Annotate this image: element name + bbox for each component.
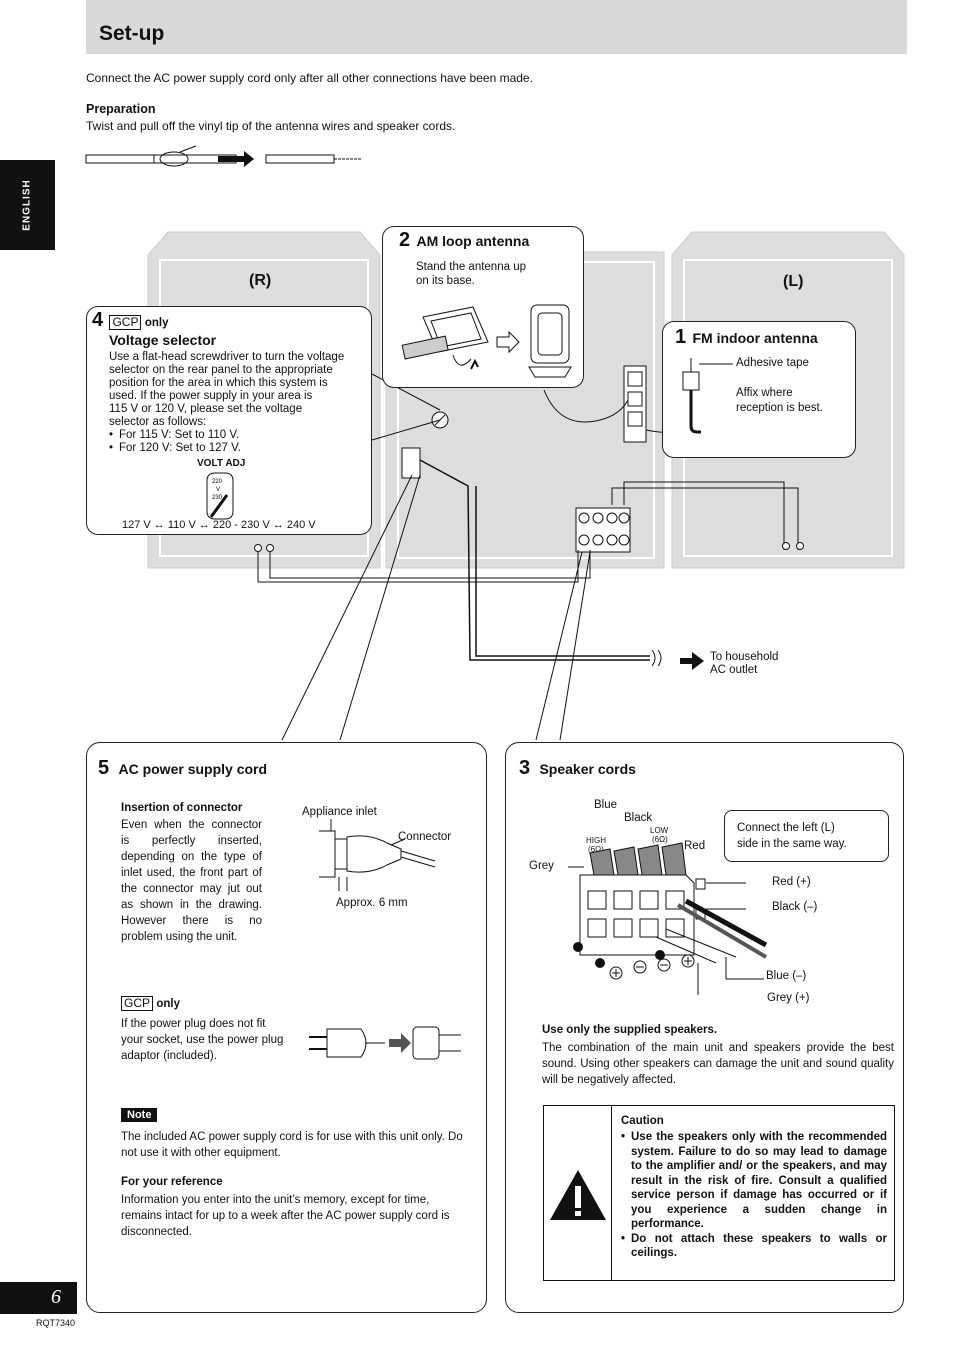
voltage-scale: 127 V ↔ 110 V ↔ 220 - 230 V ↔ 240 V xyxy=(122,519,316,531)
dial-mid-label: V xyxy=(216,487,220,493)
gcp-badge: GCP xyxy=(109,315,142,330)
outlet-label-line2: AC outlet xyxy=(710,664,758,676)
dial-top-label: 220 xyxy=(212,479,223,485)
language-tab: ENGLISH xyxy=(0,160,55,250)
volt-adj-label: VOLT ADJ xyxy=(197,458,246,469)
low-ohm-label: (6Ω) xyxy=(652,835,668,844)
preparation-heading: Preparation xyxy=(86,102,156,116)
step-title: Speaker cords xyxy=(539,761,636,777)
step-title: FM indoor antenna xyxy=(692,330,818,346)
warning-icon xyxy=(550,1170,606,1220)
reference-text: Information you enter into the unit’s me… xyxy=(121,1194,450,1238)
left-speaker-label: (L) xyxy=(783,273,804,290)
dial-bot-label: 230 xyxy=(212,495,223,501)
high-label: HIGH xyxy=(586,836,606,845)
plug-adaptor-illustration xyxy=(309,1026,461,1060)
gcp-text: If the power plug does not fit your sock… xyxy=(121,1018,284,1062)
affix-label-line1: Affix where xyxy=(736,387,793,399)
step-title: AM loop antenna xyxy=(416,233,530,249)
black-label: Black xyxy=(624,812,653,824)
voltage-selector-title: Voltage selector xyxy=(109,332,217,348)
speaker-terminal-illustration xyxy=(568,842,768,995)
red-label: Red xyxy=(684,840,706,852)
caution-bullet: Use the speakers only with the recommend… xyxy=(621,1130,887,1232)
connector-label: Connector xyxy=(398,831,452,843)
voltage-bullet: For 120 V: Set to 127 V. xyxy=(109,442,371,455)
title-bar: Set-up xyxy=(86,0,907,54)
ac-cord-panel: 5 AC power supply cord Insertion of conn… xyxy=(86,742,487,1313)
document-code: RQT7340 xyxy=(36,1318,76,1328)
appliance-inlet-label: Appliance inlet xyxy=(302,806,377,818)
callout-line2: side in the same way. xyxy=(737,838,847,850)
grey-label: Grey xyxy=(529,860,554,872)
insertion-heading: Insertion of connector xyxy=(121,802,243,814)
black-minus-label: Black (–) xyxy=(772,901,818,913)
page-number: 6 xyxy=(51,1286,61,1308)
voltage-text-line: selector on the rear panel to the approp… xyxy=(109,364,333,376)
blue-label: Blue xyxy=(594,799,618,811)
step-number: 4 xyxy=(92,309,104,331)
am-antenna-illustration xyxy=(401,304,572,378)
fm-antenna-box: 1 FM indoor antenna Adhesive tape Affix … xyxy=(662,321,856,458)
note-text: The included AC power supply cord is for… xyxy=(121,1131,463,1159)
caution-box: Caution Use the speakers only with the r… xyxy=(543,1105,895,1281)
callout-line1: Connect the left (L) xyxy=(737,822,835,834)
voltage-bullet: For 115 V: Set to 110 V. xyxy=(109,429,371,442)
am-text-line1: Stand the antenna up xyxy=(416,261,526,273)
intro-text: Connect the AC power supply cord only af… xyxy=(86,71,533,85)
left-side-callout: Connect the left (L) side in the same wa… xyxy=(724,810,889,862)
voltage-text-line: used. If the power supply in your area i… xyxy=(109,390,313,402)
wire-preparation-illustration xyxy=(85,145,362,167)
voltage-text-line: selector as follows: xyxy=(109,416,207,428)
insertion-text: Even when the connector is perfectly ins… xyxy=(121,819,262,943)
step-number: 3 xyxy=(519,757,531,779)
caution-heading: Caution xyxy=(621,1115,664,1127)
page-number-tab: 6 xyxy=(0,1282,77,1314)
gcp-only: only xyxy=(156,998,180,1010)
approx-label: Approx. 6 mm xyxy=(336,897,408,909)
voltage-dial-icon: 220 V 230 xyxy=(206,472,234,520)
affix-label-line2: reception is best. xyxy=(736,402,823,414)
red-plus-label: Red (+) xyxy=(772,876,811,888)
reference-heading: For your reference xyxy=(121,1176,223,1188)
blue-minus-label: Blue (–) xyxy=(766,970,807,982)
right-speaker-label: (R) xyxy=(249,272,272,289)
voltage-text-line: 115 V or 120 V, please set the voltage xyxy=(109,403,303,415)
high-ohm-label: (6Ω) xyxy=(588,845,604,854)
caution-bullet: Do not attach these speakers to walls or… xyxy=(621,1232,887,1261)
step-title: AC power supply cord xyxy=(118,761,268,777)
connector-illustration xyxy=(319,819,436,891)
page-title: Set-up xyxy=(99,22,165,45)
step-number: 2 xyxy=(399,229,411,251)
speaker-cords-panel: 3 Speaker cords Blue Black HIGH (6Ω) LOW… xyxy=(505,742,904,1313)
am-antenna-box: 2 AM loop antenna Stand the antenna up o… xyxy=(382,226,584,388)
am-text-line2: on its base. xyxy=(416,275,475,287)
voltage-selector-box: 4 GCP only Voltage selector Use a flat-h… xyxy=(86,306,372,535)
grey-plus-label: Grey (+) xyxy=(767,992,810,1004)
use-supplied-text: The combination of the main unit and spe… xyxy=(542,1042,894,1086)
preparation-text: Twist and pull off the vinyl tip of the … xyxy=(86,119,456,133)
gcp-badge: GCP xyxy=(121,996,154,1011)
use-supplied-heading: Use only the supplied speakers. xyxy=(542,1024,718,1036)
voltage-text-line: position for the area in which this syst… xyxy=(109,377,328,389)
step-number: 1 xyxy=(675,326,687,348)
step-number: 5 xyxy=(98,757,110,779)
gcp-only: only xyxy=(144,317,169,329)
note-badge: Note xyxy=(121,1108,158,1122)
fm-antenna-illustration xyxy=(682,358,733,434)
outlet-label-line1: To household xyxy=(710,651,779,663)
low-label: LOW xyxy=(650,826,669,835)
adhesive-tape-label: Adhesive tape xyxy=(736,357,809,369)
voltage-text-line: Use a flat-head screwdriver to turn the … xyxy=(109,351,345,363)
